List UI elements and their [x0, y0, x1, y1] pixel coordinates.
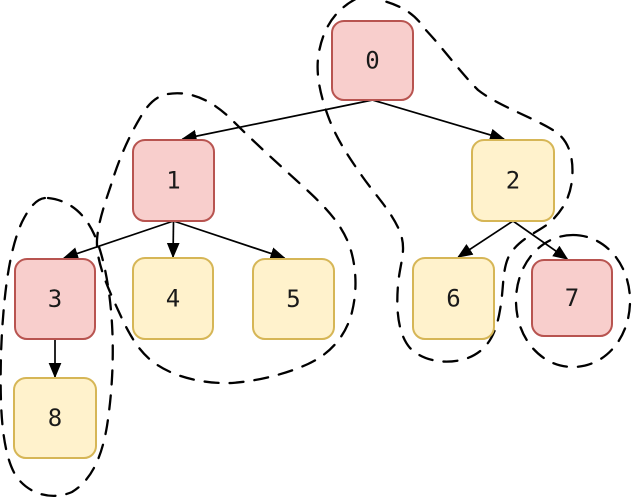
node-6-label: 6 — [446, 285, 460, 313]
edge-0-to-2 — [372, 99, 506, 142]
tree-node-7: 7 — [531, 259, 613, 337]
edge-2-to-6 — [457, 220, 514, 258]
edge-1-to-5 — [173, 220, 286, 260]
nodes-layer: 0 1 2 3 4 5 6 7 8 — [13, 20, 613, 459]
tree-node-0: 0 — [331, 20, 414, 101]
tree-node-4: 4 — [132, 257, 214, 340]
node-5-label: 5 — [286, 285, 300, 313]
node-0-label: 0 — [365, 47, 379, 75]
group-1-4-5-outline — [95, 92, 357, 385]
node-1-label: 1 — [166, 167, 180, 195]
tree-node-1: 1 — [132, 139, 215, 222]
node-1-box — [132, 139, 215, 222]
node-0-box — [331, 20, 414, 101]
tree-node-6: 6 — [412, 257, 495, 340]
node-2-label: 2 — [506, 167, 520, 195]
tree-node-5: 5 — [252, 258, 335, 340]
node-8-box — [13, 377, 97, 459]
edge-2-to-7 — [512, 220, 569, 260]
node-3-label: 3 — [48, 285, 62, 313]
tree-node-3: 3 — [14, 258, 96, 340]
node-8-label: 8 — [48, 404, 62, 432]
node-4-box — [132, 257, 214, 340]
edge-0-to-1 — [181, 99, 373, 143]
node-7-label: 7 — [565, 284, 579, 312]
node-6-box — [412, 257, 495, 340]
group-0-2-6-outline — [316, 0, 574, 363]
node-4-label: 4 — [166, 285, 180, 313]
tree-node-2: 2 — [471, 139, 555, 222]
node-5-box — [252, 258, 335, 340]
tree-node-8: 8 — [13, 377, 97, 459]
node-7-box — [531, 259, 613, 337]
node-2-box — [471, 139, 555, 222]
edges-layer — [48, 99, 569, 379]
edge-1-to-3 — [62, 220, 174, 260]
node-3-box — [14, 258, 96, 340]
group-3-8-outline — [0, 196, 114, 498]
